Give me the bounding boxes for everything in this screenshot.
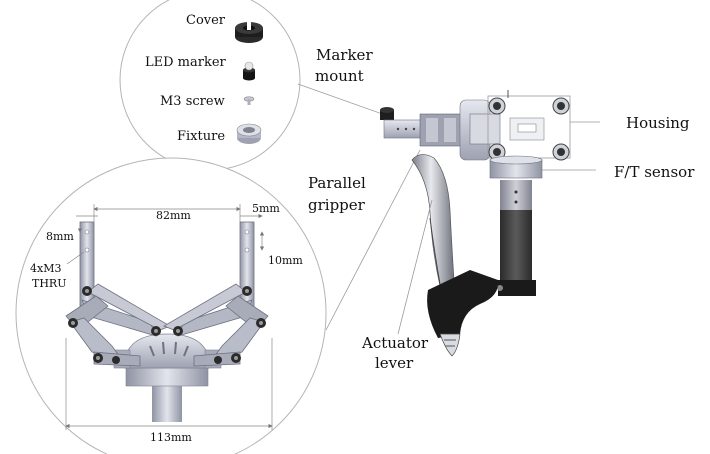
cover-label: Cover: [186, 13, 226, 28]
actuator-lever-label-line2: lever: [375, 354, 414, 372]
led-marker-part: [243, 61, 255, 81]
holes-label-line1: 4xM3: [30, 262, 61, 275]
actuator-lever-label-line1: Actuator: [361, 334, 429, 352]
device-assembly: [380, 90, 571, 357]
marker-mount-detail-circle: Cover LED marker M3 screw Fixture: [119, 0, 301, 171]
marker-mount-leader: [297, 83, 389, 117]
parallel-gripper-leader: [325, 149, 421, 331]
device-marker-mount: [380, 107, 394, 120]
dim-finger-gap: 82mm: [156, 209, 191, 222]
dim-hole-spacing: 10mm: [268, 254, 303, 267]
gripper-hub: [113, 333, 222, 387]
marker-mount-label-line1: Marker: [316, 46, 373, 64]
device-actuator-lever: [411, 154, 499, 357]
led-marker-label: LED marker: [145, 55, 227, 70]
device-arm: [383, 119, 425, 139]
device-housing: [487, 90, 571, 161]
dim-finger-width: 5mm: [252, 202, 280, 215]
housing-label: Housing: [626, 114, 690, 132]
dimension-lines: [65, 204, 273, 430]
ft-sensor-label: F/T sensor: [614, 163, 695, 181]
gripper-detail-circle: 82mm 5mm 8mm 10mm 4xM3 THRU 113mm: [15, 157, 327, 454]
fixture-part: [236, 123, 262, 144]
actuator-lever-leader: [397, 199, 433, 335]
m3-screw-part: [243, 96, 255, 105]
dim-total-width: 113mm: [150, 431, 192, 444]
fixture-label: Fixture: [177, 129, 225, 144]
device-ft-sensor: [489, 155, 543, 179]
cover-part: [235, 22, 263, 43]
dim-hole-offset: 8mm: [46, 230, 74, 243]
left-finger-linkage: [65, 221, 171, 367]
device-handle: [497, 180, 536, 296]
marker-mount-label-line2: mount: [315, 67, 364, 85]
parallel-gripper-label-line2: gripper: [308, 196, 366, 214]
m3-screw-label: M3 screw: [160, 94, 225, 109]
gripper-shaft: [152, 386, 182, 422]
pivot-bolts: [68, 286, 266, 364]
holes-label-line2: THRU: [32, 277, 66, 290]
parallel-gripper-label-line1: Parallel: [308, 174, 366, 192]
finger-holes: [84, 229, 250, 253]
